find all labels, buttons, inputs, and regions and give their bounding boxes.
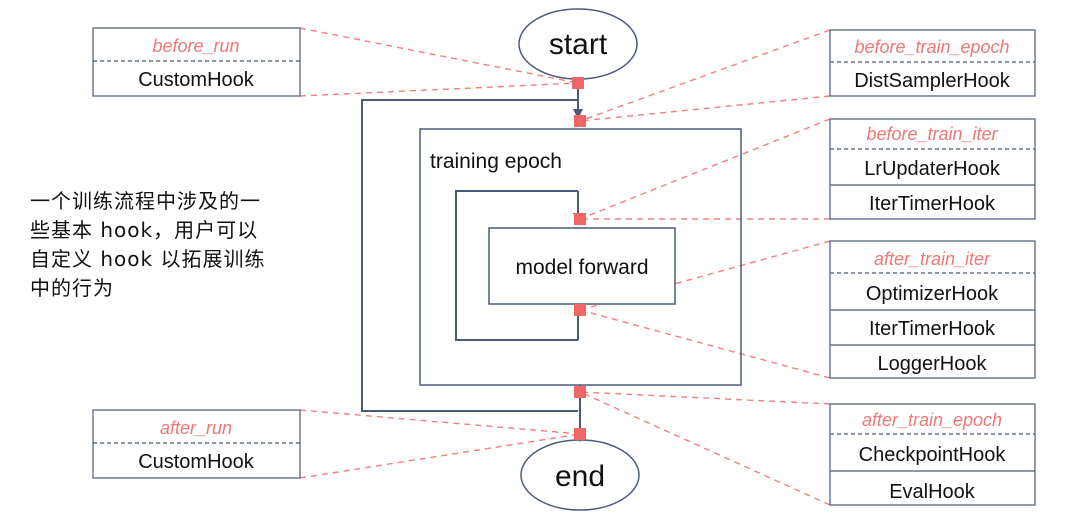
hook-group-after-train-iter: after_train_iter OptimizerHook IterTimer… — [829, 240, 1036, 379]
hook-item-lr-updater: LrUpdaterHook — [864, 158, 1001, 180]
hook-group-before-run: before_run CustomHook — [92, 27, 301, 97]
end-node: end — [520, 439, 640, 511]
hook-label-before-train-epoch: before_train_epoch — [854, 37, 1009, 57]
hook-label-before-train-iter: before_train_iter — [866, 124, 998, 144]
start-node: start — [518, 8, 638, 80]
marker-before-train-epoch — [574, 115, 586, 127]
hook-label-after-run: after_run — [160, 418, 232, 438]
hook-item-optimizer: OptimizerHook — [866, 283, 999, 305]
hook-item-logger: LoggerHook — [878, 353, 988, 375]
hook-item-eval: EvalHook — [889, 481, 976, 503]
end-label: end — [555, 460, 605, 493]
hook-item-iter-timer: IterTimerHook — [869, 318, 996, 340]
training-epoch-label: training epoch — [430, 150, 562, 173]
model-forward-label: model forward — [515, 256, 648, 279]
hook-markers — [572, 77, 586, 440]
marker-before-train-iter — [574, 213, 586, 225]
description-text: 一个训练流程中涉及的一些基本 hook，用户可以自定义 hook 以拓展训练中的… — [30, 189, 266, 300]
training-epoch-box: training epoch — [419, 128, 742, 386]
hook-label-before-run: before_run — [152, 36, 239, 56]
hook-item-iter-timer: IterTimerHook — [869, 193, 996, 215]
marker-before-run — [572, 77, 584, 89]
hook-item-custom: CustomHook — [138, 69, 255, 91]
hook-item-checkpoint: CheckpointHook — [859, 444, 1007, 466]
hook-item-dist-sampler: DistSamplerHook — [854, 70, 1011, 92]
hook-group-before-train-epoch: before_train_epoch DistSamplerHook — [829, 29, 1036, 97]
hook-label-after-train-iter: after_train_iter — [874, 249, 991, 269]
hook-label-after-train-epoch: after_train_epoch — [862, 410, 1002, 430]
connector-lines — [299, 27, 831, 506]
marker-after-train-iter — [574, 304, 586, 316]
marker-after-train-epoch — [574, 386, 586, 398]
start-label: start — [549, 28, 608, 61]
hook-group-before-train-iter: before_train_iter LrUpdaterHook IterTime… — [829, 118, 1036, 220]
marker-after-run — [574, 428, 586, 440]
hook-group-after-run: after_run CustomHook — [92, 409, 301, 479]
hook-group-after-train-epoch: after_train_epoch CheckpointHook EvalHoo… — [829, 403, 1036, 506]
model-forward-box: model forward — [488, 227, 676, 305]
hook-item-custom: CustomHook — [138, 451, 255, 473]
